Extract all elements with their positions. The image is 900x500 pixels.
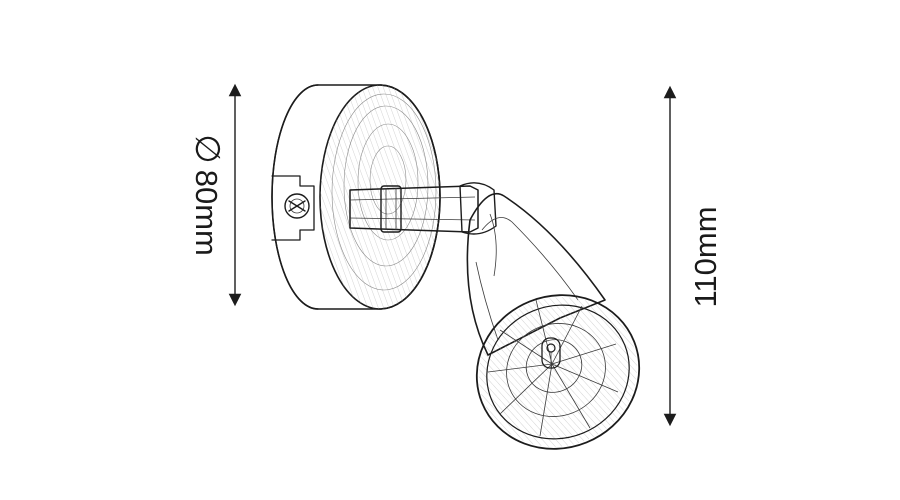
reflector-facets	[487, 299, 619, 437]
lamp-illustration	[271, 84, 641, 450]
lamp-arm	[349, 182, 497, 235]
height-label: 110mm	[688, 206, 723, 307]
diameter-value: 80mm	[189, 170, 224, 256]
diameter-label: ∅ 80mm	[188, 134, 226, 256]
diameter-symbol: ∅	[188, 134, 226, 164]
height-dimension: 110mm	[663, 85, 723, 427]
bulb-filament	[541, 337, 561, 369]
reflector-bulb	[475, 294, 641, 450]
wall-base-disc	[271, 84, 441, 310]
mount-screw	[284, 193, 310, 219]
diameter-dimension: ∅ 80mm	[188, 83, 242, 307]
